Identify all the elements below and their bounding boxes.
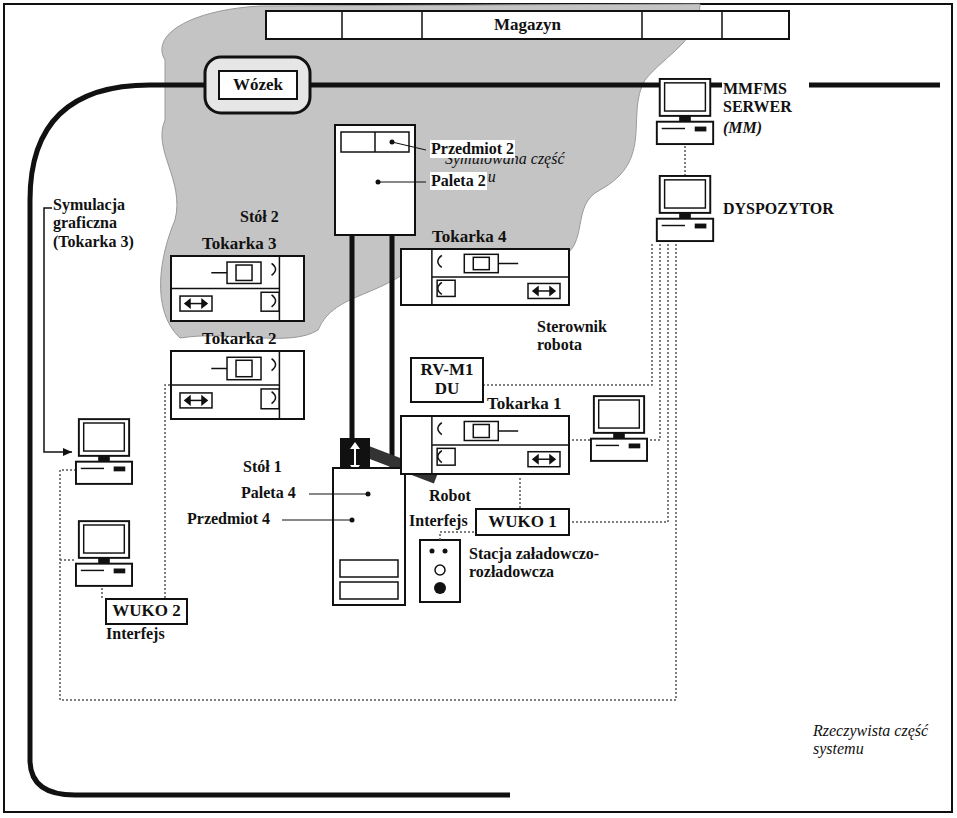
part-label: Sterownik robota xyxy=(536,318,638,355)
lathe-box: Tokarka 2 xyxy=(170,350,305,420)
part-label: Stół 1 xyxy=(242,458,283,476)
station-label: Stacja załadowczo-rozładowcza xyxy=(468,545,630,582)
part-label: Paleta 2 xyxy=(430,172,487,190)
lathe-heading: Tokarka 4 xyxy=(432,228,506,247)
part-label: Interfejs xyxy=(105,625,166,643)
storage-rack: Magazyn xyxy=(265,10,790,40)
lathe-drawing xyxy=(172,257,303,320)
lathe-heading: Tokarka 1 xyxy=(487,395,561,414)
simulated-region xyxy=(161,4,700,338)
region-label: Rzeczywista część systemu xyxy=(812,722,939,759)
computer xyxy=(591,396,647,461)
lathe-drawing xyxy=(172,352,303,418)
box-label: WUKO 2 xyxy=(112,602,180,621)
rail xyxy=(390,235,395,468)
box-label: Magazyn xyxy=(494,16,561,35)
note-label: Symulacja graficzna (Tokarka 3) xyxy=(52,196,159,251)
cart-outline xyxy=(205,57,310,113)
table-1 xyxy=(282,468,405,605)
frame xyxy=(4,4,952,812)
cart-track xyxy=(300,83,940,88)
computer-label: (MM) xyxy=(722,119,763,137)
lathe-drawing xyxy=(402,417,568,473)
lathe-box: Tokarka 4 xyxy=(400,248,570,306)
computer xyxy=(76,521,132,586)
lathe-heading: Tokarka 3 xyxy=(202,235,276,254)
computer xyxy=(76,419,132,484)
computer xyxy=(657,79,713,144)
computer-label: DYSPOZYTOR xyxy=(722,200,835,218)
lathe-heading: Tokarka 2 xyxy=(202,330,276,349)
lathe-drawing xyxy=(402,250,568,304)
part-label: Stół 2 xyxy=(240,208,279,226)
box-label: Wózek xyxy=(233,76,283,95)
part-label: Robot xyxy=(428,487,472,505)
computer-label: MMFMS SERWER xyxy=(722,80,809,117)
lathe-box: Tokarka 1 xyxy=(400,415,570,475)
part-label: Interfejs xyxy=(408,512,469,530)
computer xyxy=(657,176,713,241)
part-label: Paleta 4 xyxy=(240,484,297,502)
box-label: RV-M1 DU xyxy=(412,361,482,398)
table-2 xyxy=(335,125,426,235)
part-label: Przedmiot 4 xyxy=(186,510,271,528)
part-label: Przedmiot 2 xyxy=(430,140,515,158)
rail xyxy=(350,235,355,468)
robot-controller-box: RV-M1 DU xyxy=(410,357,484,403)
interface-box: WUKO 2 xyxy=(105,598,188,625)
lathe-box: Tokarka 3 xyxy=(170,255,305,322)
cart-box: Wózek xyxy=(218,70,298,100)
box-label: WUKO 1 xyxy=(488,513,556,532)
load-station xyxy=(420,540,460,602)
interface-box: WUKO 1 xyxy=(475,508,570,536)
